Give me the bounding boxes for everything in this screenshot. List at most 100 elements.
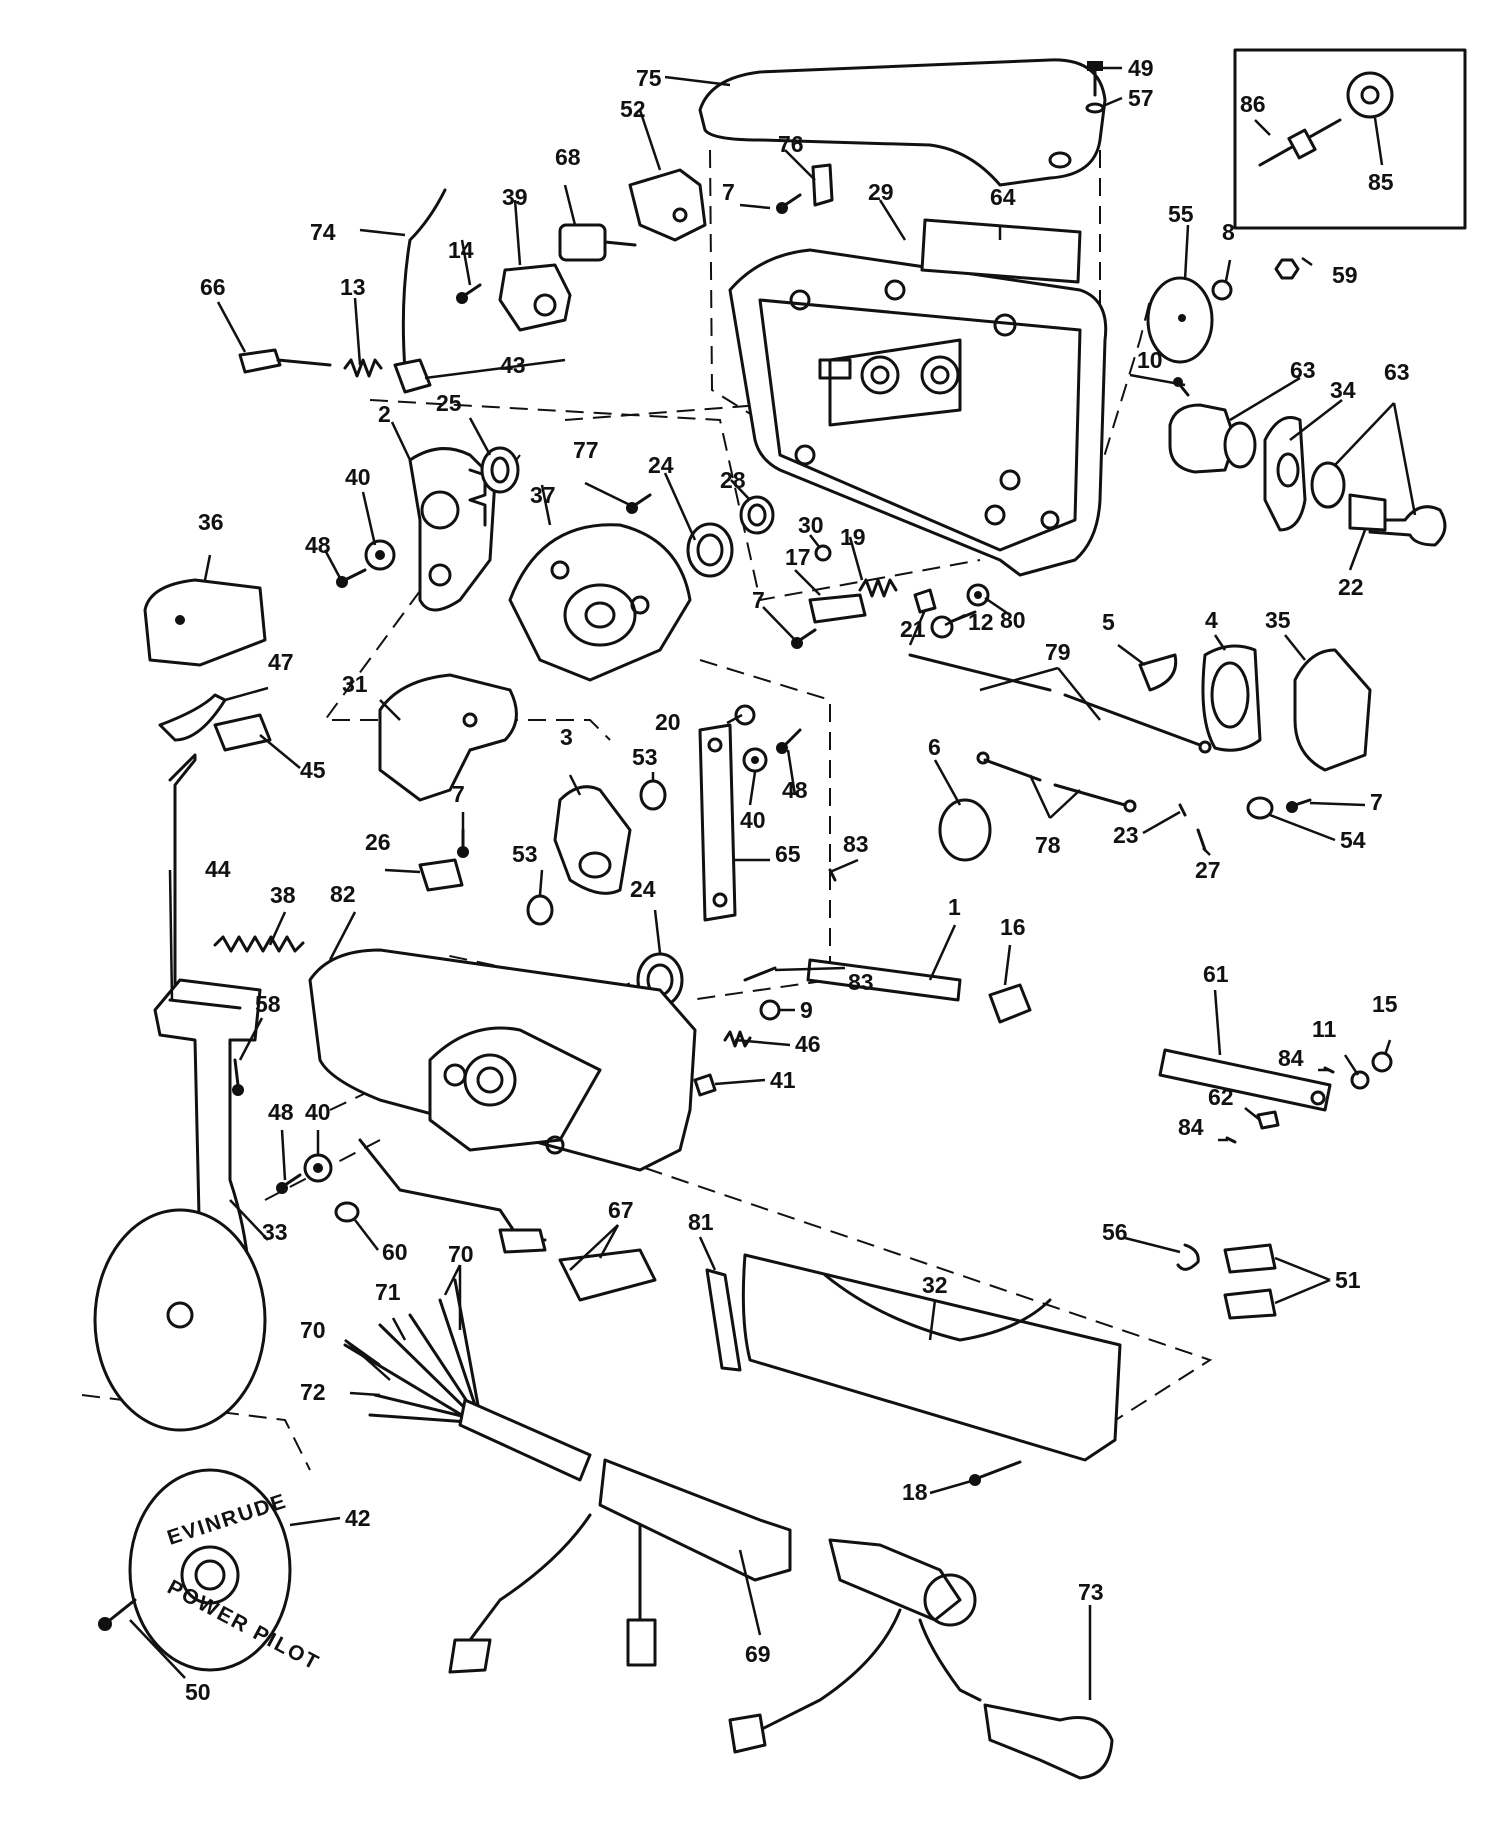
part-38-spring: [213, 935, 305, 953]
part-17-detent-plate: [808, 593, 867, 624]
callout-71: 71: [375, 1279, 401, 1305]
part-16-cap: [988, 983, 1032, 1024]
part-39-neutral-switch: [498, 263, 572, 332]
part-49-screw: [1087, 61, 1103, 97]
callout-24-upper: 24: [648, 452, 674, 478]
callout-7-right: 7: [1370, 789, 1383, 815]
part-8-nut: [1211, 279, 1233, 301]
callout-29: 29: [868, 179, 894, 205]
callout-83-upper: 83: [843, 831, 869, 857]
part-86-stud: [1258, 118, 1342, 167]
callout-73: 73: [1078, 1579, 1104, 1605]
part-4-gauge: [1201, 644, 1262, 752]
part-19-spring: [858, 578, 898, 598]
callout-19: 19: [840, 524, 866, 550]
callout-4: 4: [1205, 607, 1218, 633]
part-48-screw-link: [776, 728, 802, 754]
callout-56: 56: [1102, 1219, 1128, 1245]
part-27-pin: [1196, 828, 1207, 852]
part-25-bushing: [480, 446, 520, 494]
part-50-screw: [98, 1598, 137, 1631]
part-83-pin-lower: [743, 966, 777, 982]
callout-83-lower: 83: [848, 969, 874, 995]
callout-58: 58: [255, 991, 281, 1017]
callout-85: 85: [1368, 169, 1394, 195]
callout-57: 57: [1128, 85, 1154, 111]
callout-17: 17: [785, 544, 811, 570]
callout-86: 86: [1240, 91, 1266, 117]
part-52-switch-bracket: [628, 168, 707, 242]
callout-28: 28: [720, 467, 746, 493]
callout-25: 25: [436, 390, 462, 416]
callout-75: 75: [636, 65, 662, 91]
callout-80: 80: [1000, 607, 1026, 633]
callout-3: 3: [560, 724, 573, 750]
callout-81: 81: [688, 1209, 714, 1235]
callout-33: 33: [262, 1219, 288, 1245]
part-85-washer: [1346, 71, 1394, 119]
part-42-cover-disk: EVINRUDE POWER PILOT: [128, 1468, 324, 1675]
part-5-plate: [1138, 653, 1178, 692]
part-61-tube: [1158, 1048, 1332, 1112]
part-23-pin: [1178, 803, 1187, 817]
part-29-control-housing: [728, 248, 1108, 577]
parts-70-71-72-wire-terminals: [343, 1278, 480, 1424]
callout-7-left: 7: [452, 781, 465, 807]
inset-box: [1233, 48, 1467, 230]
part-81-strip: [705, 1268, 742, 1372]
callout-1: 1: [948, 894, 961, 920]
part-73-connector-boot: [983, 1703, 1114, 1780]
part-18-screw: [969, 1460, 1022, 1486]
callout-53-lower: 53: [512, 841, 538, 867]
callout-84-lower: 84: [1178, 1114, 1204, 1140]
callout-51: 51: [1335, 1267, 1361, 1293]
part-84-pin-lower: [1225, 1136, 1237, 1144]
callout-72: 72: [300, 1379, 326, 1405]
part-28-washer: [739, 495, 775, 535]
callout-77: 77: [573, 437, 599, 463]
part-82-lower-housing: [308, 948, 697, 1172]
callout-82: 82: [330, 881, 356, 907]
part-10-screw: [1173, 377, 1190, 397]
part-31-cam: [378, 673, 518, 802]
callout-36: 36: [198, 509, 224, 535]
callout-27: 27: [1195, 857, 1221, 883]
callout-14: 14: [448, 237, 474, 263]
part-7-screw-left: [457, 828, 469, 858]
part-62-pin: [1256, 1110, 1280, 1130]
callout-65: 65: [775, 841, 801, 867]
callout-40-lower: 40: [305, 1099, 331, 1125]
callout-23: 23: [1113, 822, 1139, 848]
callout-69: 69: [745, 1641, 771, 1667]
part-2-shift-lever: [408, 447, 497, 612]
callout-24-lower: 24: [630, 876, 656, 902]
callout-41: 41: [770, 1067, 796, 1093]
callout-84-upper: 84: [1278, 1045, 1304, 1071]
part-57-washer: [1085, 102, 1105, 114]
callout-18: 18: [902, 1479, 928, 1505]
callout-7-top: 7: [722, 179, 735, 205]
callout-2: 2: [378, 401, 391, 427]
callout-45: 45: [300, 757, 326, 783]
callout-8: 8: [1222, 219, 1235, 245]
part-14-screw: [456, 283, 482, 304]
part-56-hose-clip: [1176, 1243, 1200, 1271]
callout-6: 6: [928, 734, 941, 760]
callout-53-upper: 53: [632, 744, 658, 770]
callout-15: 15: [1372, 991, 1398, 1017]
callout-46: 46: [795, 1031, 821, 1057]
part-48-screw-lower: [276, 1173, 302, 1194]
callout-16: 16: [1000, 914, 1026, 940]
part-15-nut: [1371, 1051, 1393, 1073]
callout-5: 5: [1102, 609, 1115, 635]
callout-32: 32: [922, 1272, 948, 1298]
callout-42: 42: [345, 1505, 371, 1531]
part-80-washer: [966, 583, 990, 607]
part-44-rod: [168, 753, 197, 1002]
callout-68: 68: [555, 144, 581, 170]
part-45-block: [213, 713, 272, 752]
callout-26: 26: [365, 829, 391, 855]
part-43-clip: [393, 358, 432, 394]
callout-44: 44: [205, 856, 231, 882]
part-40-washer: [364, 539, 396, 571]
